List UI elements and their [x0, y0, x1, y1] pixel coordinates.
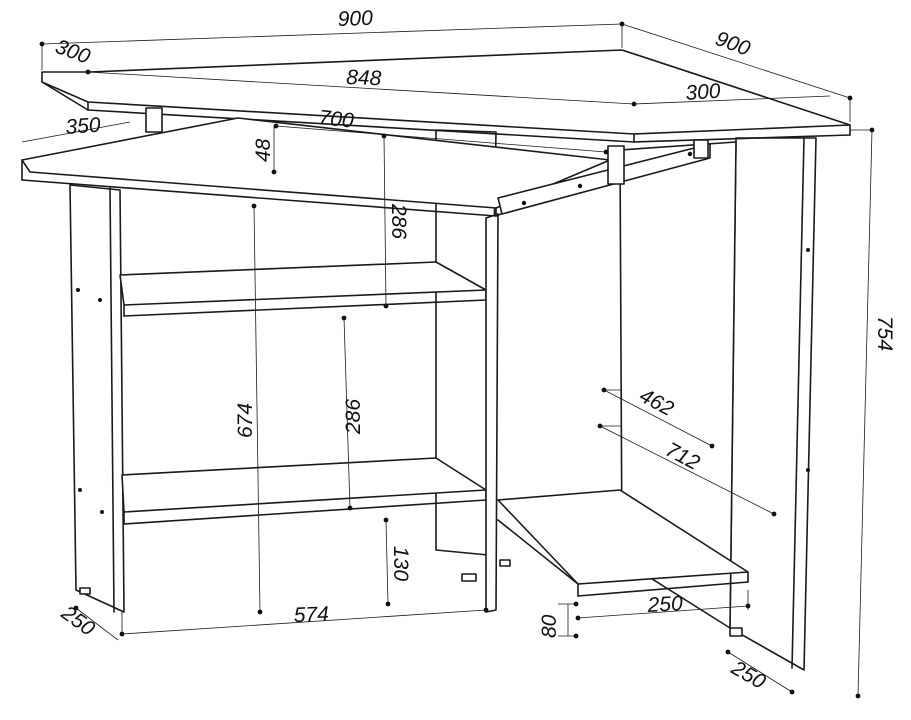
- rail-bracket: [145, 107, 163, 133]
- dim-footrest-width: 250: [646, 592, 684, 617]
- dim-footrest-height: 80: [538, 614, 561, 638]
- dim-shelf-gap-upper: 286: [387, 203, 410, 239]
- dim-top-depth-right: 300: [685, 80, 722, 105]
- rail-bracket: [607, 145, 625, 185]
- foot: [461, 573, 477, 582]
- dim-top-depth-left: 300: [52, 35, 93, 69]
- left-side-panel: [69, 184, 125, 613]
- desk-body: [69, 129, 817, 671]
- right-side-panel: [729, 137, 817, 671]
- dim-shelf-gap-lower: 286: [342, 399, 365, 435]
- table-top: [41, 49, 851, 143]
- tabletop-surface: [41, 49, 851, 135]
- dim-niche-width: 574: [293, 603, 329, 627]
- foot: [79, 587, 91, 595]
- dim-side-depth-right: 250: [727, 656, 770, 694]
- foot: [499, 559, 511, 567]
- dim-niche-height: 674: [234, 403, 257, 438]
- dim-bottom-gap: 130: [389, 546, 412, 581]
- dim-total-height: 754: [873, 316, 896, 351]
- dim-top-side: 900: [712, 27, 753, 61]
- dimension-lines: [21, 21, 875, 699]
- foot: [729, 627, 743, 637]
- keyboard-tray: [21, 107, 711, 217]
- dim-keyboard-gap: 48: [252, 138, 275, 162]
- upper-shelf: [119, 261, 487, 306]
- dim-front-width: 848: [346, 66, 382, 90]
- tray-slide-rail: [497, 143, 711, 215]
- dim-top-width: 900: [337, 7, 373, 31]
- rail-bracket: [693, 139, 709, 159]
- front-leg-panel: [485, 213, 499, 613]
- dim-side-depth-left: 250: [56, 601, 99, 641]
- dim-keyboard-depth: 350: [65, 114, 102, 139]
- dim-keyboard-width: 700: [317, 106, 355, 133]
